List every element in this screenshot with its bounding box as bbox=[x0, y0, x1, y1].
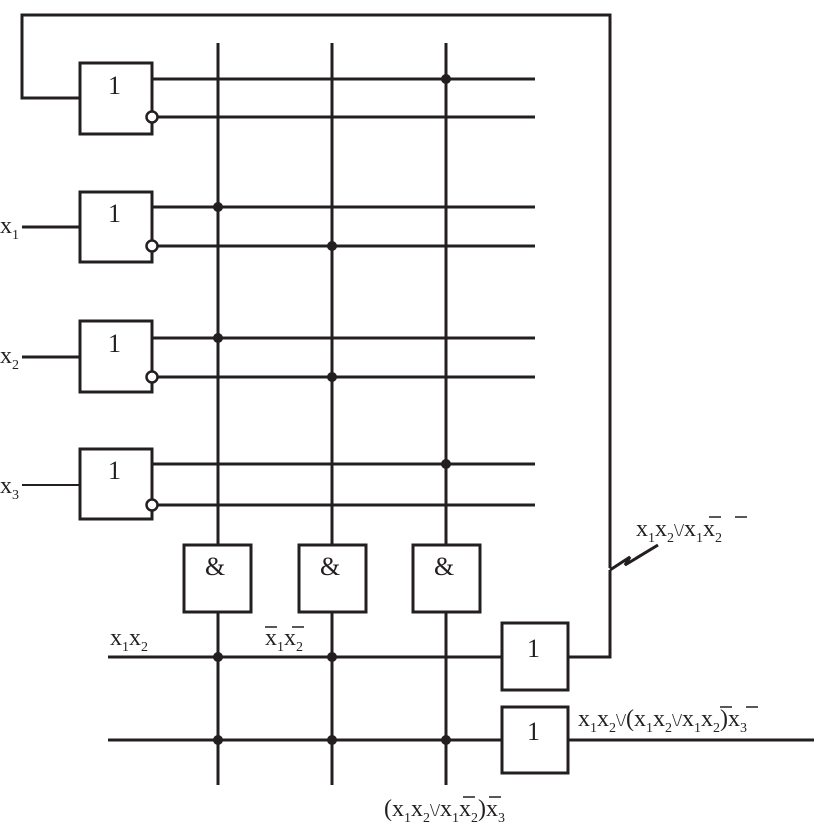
svg-text:x1x2: x1x2 bbox=[265, 625, 303, 655]
gate-output-lines bbox=[152, 77, 535, 507]
gate-label: 1 bbox=[527, 634, 540, 663]
svg-text:x3: x3 bbox=[0, 473, 19, 503]
gate-label: 1 bbox=[108, 71, 121, 100]
or-gate-6: 1 bbox=[500, 705, 570, 775]
or-gate-3: 1 bbox=[78, 319, 159, 394]
bottom-label: (x1x2\/x1x2)x3 bbox=[384, 796, 505, 826]
junction-dots bbox=[213, 74, 451, 745]
gate-label: 1 bbox=[527, 717, 540, 746]
svg-text:x2: x2 bbox=[0, 343, 19, 373]
input-label-x1: x1 bbox=[0, 213, 19, 243]
vertical-lines bbox=[216, 43, 448, 785]
svg-text:x1x2\/x1x2: x1x2\/x1x2 bbox=[636, 516, 722, 546]
inverter-bubble-icon bbox=[145, 239, 159, 253]
and-gate-2: & bbox=[297, 543, 368, 614]
and-gate-3: & bbox=[411, 543, 482, 614]
svg-text:x1x2\/(x1x2\/x1x2)x3: x1x2\/(x1x2\/x1x2)x3 bbox=[578, 706, 747, 736]
feedback-top-wire bbox=[20, 13, 612, 568]
inverter-bubble-icon bbox=[145, 370, 159, 384]
gate-label: & bbox=[205, 552, 225, 581]
gate-label: & bbox=[434, 552, 454, 581]
or-gate-5: 1 bbox=[500, 621, 570, 692]
feedback-label: x1x2\/x1x2 bbox=[636, 516, 747, 546]
break-mark bbox=[609, 543, 659, 572]
inverter-bubble-icon bbox=[145, 498, 159, 512]
gate-label: & bbox=[320, 552, 340, 581]
gate-label: 1 bbox=[108, 456, 121, 485]
input-label-x3: x3 bbox=[0, 473, 19, 503]
inverter-bubble-icon bbox=[145, 110, 159, 124]
feedback-loop-wire bbox=[568, 570, 612, 659]
bus-label-not-x1-not-x2: x1x2 bbox=[265, 625, 304, 655]
svg-text:x1x2: x1x2 bbox=[110, 625, 148, 655]
svg-text:(x1x2\/x1x2)x3: (x1x2\/x1x2)x3 bbox=[384, 796, 505, 826]
or-gate-1: 1 bbox=[78, 61, 159, 136]
and-gate-1: & bbox=[182, 543, 253, 614]
or-gate-2: 1 bbox=[78, 190, 159, 264]
svg-text:x1: x1 bbox=[0, 213, 19, 243]
bus-label-x1x2: x1x2 bbox=[110, 625, 148, 655]
or-gate-4: 1 bbox=[78, 447, 159, 521]
input-label-x2: x2 bbox=[0, 343, 19, 373]
gate-label: 1 bbox=[108, 199, 121, 228]
output-label: x1x2\/(x1x2\/x1x2)x3 bbox=[578, 706, 758, 736]
gate-label: 1 bbox=[108, 329, 121, 358]
